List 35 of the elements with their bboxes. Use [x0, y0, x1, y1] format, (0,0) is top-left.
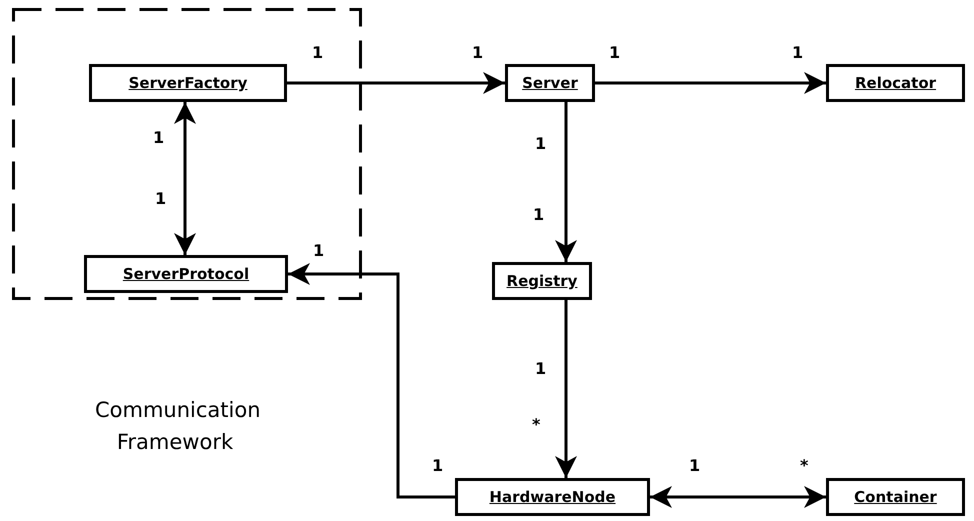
multiplicity-label: 1: [153, 130, 164, 146]
class-name: Server: [522, 74, 578, 92]
arrow: [288, 263, 455, 498]
multiplicity-label: 1: [533, 207, 544, 223]
arrow: [555, 102, 577, 262]
class-box: [455, 478, 650, 516]
class-name: ServerFactory: [128, 74, 248, 92]
arrow: [555, 300, 577, 478]
multiplicity-label: 1: [472, 45, 484, 61]
class-box: [84, 255, 288, 293]
multiplicity-label: 1: [609, 45, 620, 61]
multiplicity-label: 1: [535, 136, 546, 152]
class-name: ServerProtocol: [122, 265, 250, 283]
multiplicity-label: *: [800, 458, 808, 474]
multiplicity-label: 1: [155, 191, 166, 207]
class-box: [826, 478, 965, 516]
arrow: [287, 72, 505, 94]
class-name: HardwareNode: [489, 488, 616, 506]
class-name: Container: [854, 488, 937, 506]
multiplicity-label: 1: [313, 243, 324, 259]
class-box: [826, 64, 965, 102]
multiplicity-label: 1: [535, 361, 546, 377]
multiplicity-label: 1: [312, 45, 324, 61]
arrow: [174, 102, 196, 255]
class-name: Registry: [506, 272, 578, 290]
class-box: [89, 64, 287, 102]
arrow: [650, 486, 826, 508]
multiplicity-label: *: [532, 417, 540, 433]
class-box: [505, 64, 595, 102]
class-box: [492, 262, 592, 300]
class-name: Relocator: [854, 74, 936, 92]
multiplicity-label: 1: [689, 458, 700, 474]
multiplicity-label: 1: [432, 458, 444, 474]
arrow: [595, 72, 826, 94]
multiplicity-label: 1: [792, 45, 804, 61]
